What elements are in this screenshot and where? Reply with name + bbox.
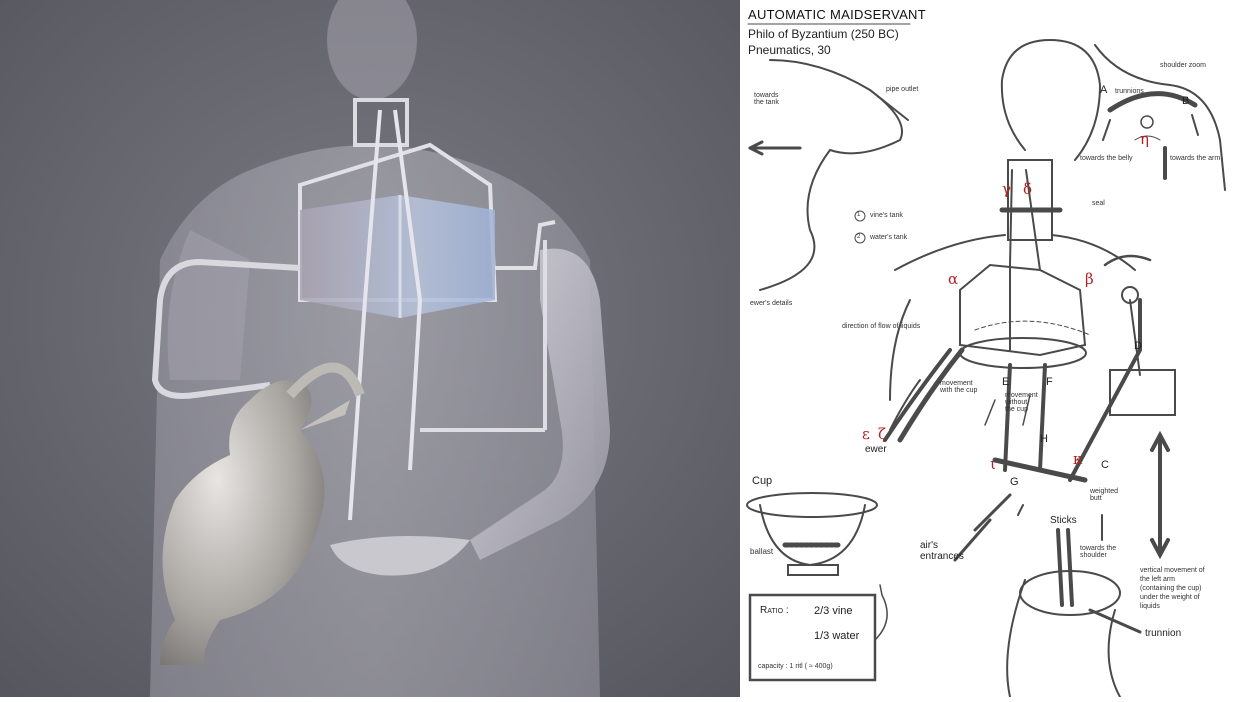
flow-arrow [890, 380, 920, 430]
legend-vine-tank: vine's tank [870, 212, 903, 219]
label-towards-tank: towards the tank [754, 92, 779, 106]
shoulder-pivot [1141, 116, 1153, 128]
shoulder-left-arrow [1103, 120, 1110, 140]
label-beta: β [1085, 270, 1094, 288]
ratio-capacity: capacity : 1 ritl ( ≈ 400g) [758, 663, 833, 670]
label-trunnion: trunnion [1145, 628, 1181, 639]
label-movement-without-cup: movement without the cup [1005, 392, 1038, 413]
cup-D [1110, 370, 1175, 415]
label-kappa: κ [1073, 450, 1082, 468]
label-seal: seal [1092, 200, 1105, 207]
label-cup: Cup [752, 475, 772, 487]
label-towards-shoulder: towards the shoulder [1080, 545, 1116, 559]
label-D: D [1134, 340, 1142, 352]
legend-num-2: 2 [857, 234, 860, 240]
label-vertical-movement: vertical movement of the left arm (conta… [1140, 566, 1205, 611]
body-left-line [890, 300, 910, 400]
label-E: E [1002, 376, 1009, 388]
render-illustration [0, 0, 740, 697]
label-movement-with-cup: movement with the cup [940, 380, 977, 394]
label-weighted-butt: weighted butt [1090, 488, 1118, 502]
shoulder-right-arrow [1192, 115, 1198, 135]
ewer-detail-outline [760, 60, 902, 290]
pipe-to-ewer-sketch-2 [885, 350, 950, 440]
tank-body [300, 195, 495, 318]
right-shoulder-line [895, 235, 1005, 270]
head-outline [1002, 40, 1100, 160]
label-B: B [1182, 95, 1189, 107]
stick-2 [1068, 530, 1072, 605]
air-arrow-2 [975, 495, 1010, 530]
label-C: C [1101, 459, 1109, 471]
label-ewer-details: ewer's details [750, 300, 792, 307]
label-ballast: ballast [750, 547, 773, 556]
label-H: H [1040, 433, 1048, 445]
label-shoulder-zoom: shoulder zoom [1160, 62, 1206, 69]
label-F: F [1046, 376, 1053, 388]
ratio-label: Ratio : [760, 605, 789, 616]
label-A: A [1100, 84, 1107, 96]
stick-1 [1058, 530, 1062, 605]
legend-water-tank: water's tank [870, 234, 907, 241]
ratio-vine: 2/3 vine [814, 605, 853, 617]
render-panel [0, 0, 740, 697]
label-iota: ι [990, 455, 996, 473]
label-towards-belly: towards the belly [1080, 155, 1133, 162]
label-ewer: ewer [865, 444, 887, 455]
label-gamma: γ [1002, 180, 1011, 198]
label-G: G [1010, 476, 1019, 488]
pipe-F [1040, 365, 1045, 470]
air-arrow-3 [1018, 505, 1023, 515]
flow-dashed-line [975, 321, 1090, 335]
label-epsilon: ε [862, 425, 870, 443]
label-eta: η [1140, 130, 1149, 148]
sketch-panel: AUTOMATIC MAIDSERVANT Philo of Byzantium… [740, 0, 1233, 697]
cup-foot [788, 565, 838, 575]
trunnion-left-edge [1007, 580, 1025, 697]
diagram-title: AUTOMATIC MAIDSERVANT [748, 7, 926, 22]
diagram-source: Pneumatics, 30 [748, 43, 831, 57]
label-delta: δ [1023, 180, 1032, 198]
ewer-detail-spout [870, 90, 908, 120]
label-pipe-outlet: pipe outlet [886, 86, 918, 93]
cup-rim [747, 493, 877, 517]
ratio-arrow [875, 585, 887, 640]
label-alpha: α [948, 270, 958, 288]
label-trunnions: trunnions [1115, 88, 1144, 95]
movement-arrow-1 [985, 400, 995, 425]
left-shoulder-line [1052, 235, 1135, 270]
label-flow-direction: direction of flow of liquids [842, 323, 920, 330]
ratio-water: 1/3 water [814, 630, 859, 642]
legend-num-1: 1 [857, 212, 860, 218]
label-towards-arm: towards the arm [1170, 155, 1220, 162]
label-sticks: Sticks [1050, 515, 1077, 526]
diagram-author: Philo of Byzantium (250 BC) [748, 27, 899, 41]
label-air-entrances: air's entrances [920, 540, 964, 562]
label-zeta: ζ [878, 425, 886, 443]
